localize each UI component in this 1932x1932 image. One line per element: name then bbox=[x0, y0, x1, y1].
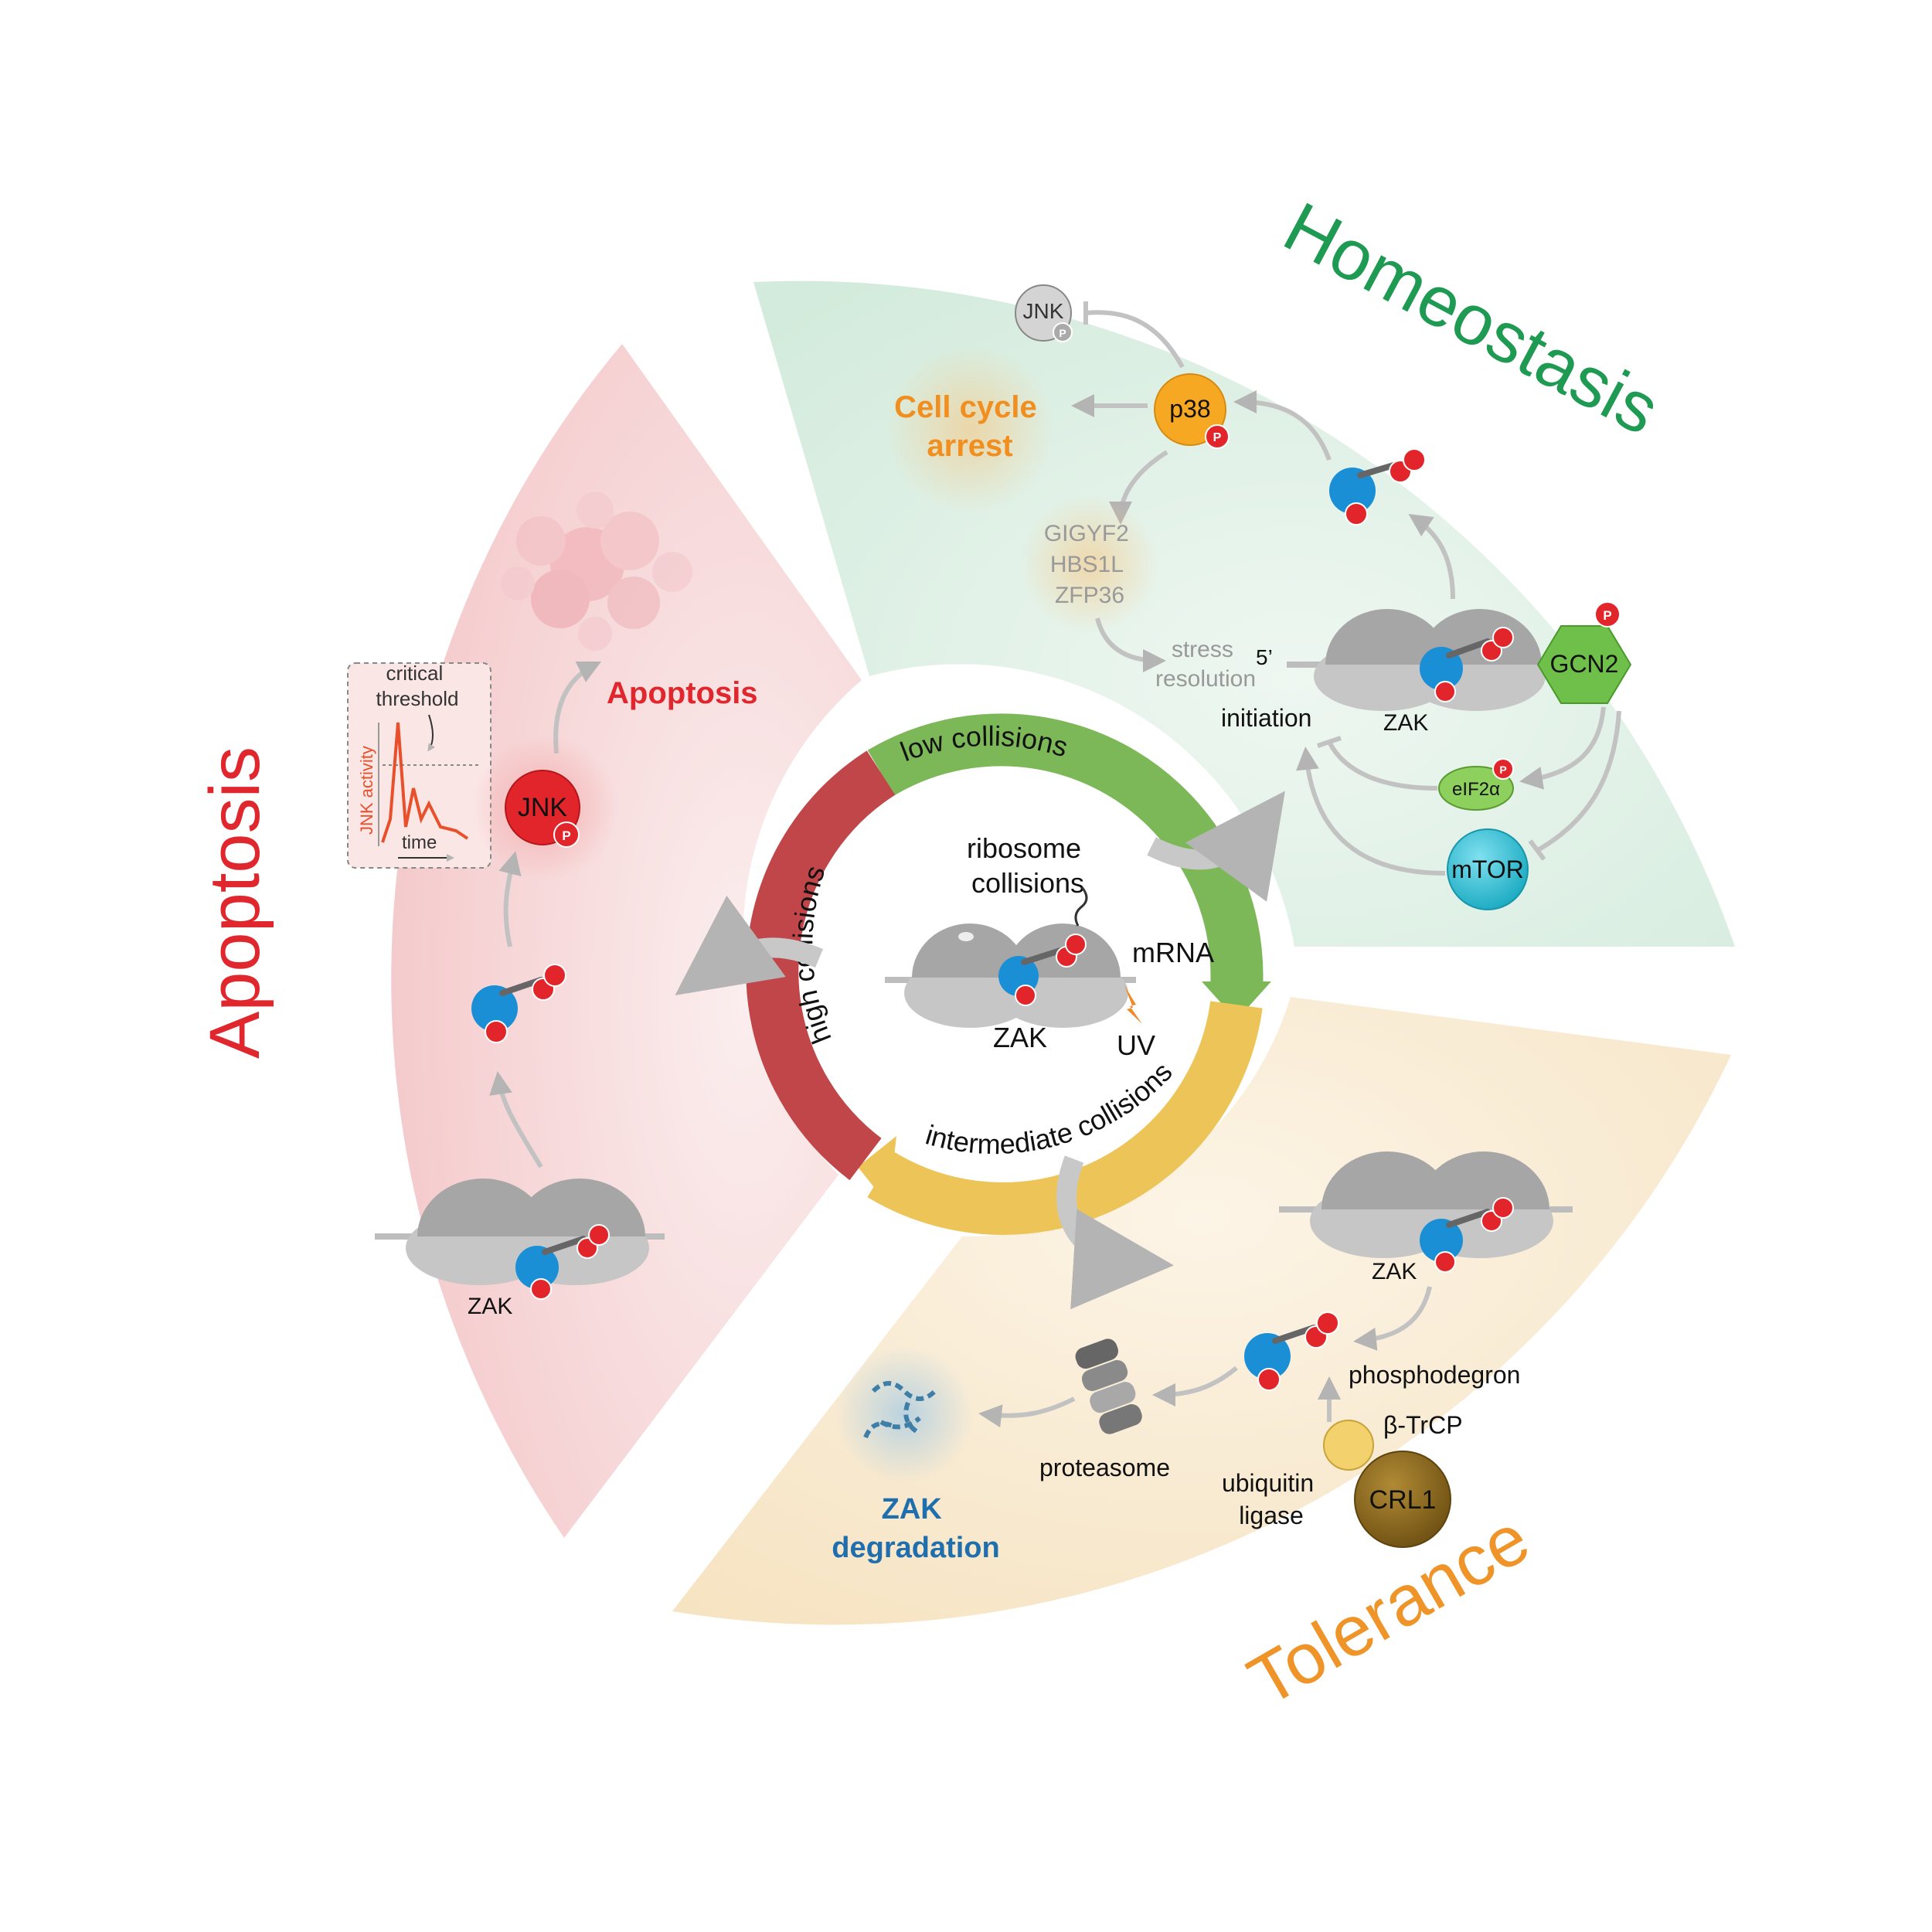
arrow-to-homeostasis bbox=[1147, 791, 1285, 902]
center-zak-label: ZAK bbox=[993, 1022, 1047, 1053]
center-title: ribosome collisions bbox=[967, 832, 1089, 899]
p38-node: p38 P bbox=[1154, 373, 1230, 449]
apop-zak-free bbox=[471, 964, 566, 1043]
svg-text:p38: p38 bbox=[1169, 395, 1210, 423]
zak-to-jnk-arrow bbox=[498, 851, 522, 947]
svg-text:P: P bbox=[1499, 764, 1506, 776]
ring-arrowhead-low bbox=[1202, 981, 1271, 1020]
proteasome-to-degradation-arrow bbox=[978, 1396, 1076, 1428]
svg-text:eIF2α: eIF2α bbox=[1452, 779, 1500, 800]
phosphodegron-label: phosphodegron bbox=[1349, 1361, 1520, 1389]
arrow-to-tolerance bbox=[1056, 1155, 1174, 1310]
svg-text:JNK: JNK bbox=[1023, 299, 1064, 323]
apoptosis-label: Apoptosis bbox=[607, 676, 758, 710]
uv-bolt-icon bbox=[1124, 985, 1142, 1024]
apop-ribosome-pair bbox=[375, 1179, 665, 1300]
degraded-peptides-icon bbox=[863, 1381, 937, 1439]
ribosome-to-apop-zak-arrow bbox=[489, 1071, 543, 1168]
proteasome-label: proteasome bbox=[1039, 1454, 1170, 1481]
apoptotic-cell-icon bbox=[501, 492, 692, 651]
ring-arrowhead-intermediate bbox=[858, 1136, 896, 1206]
initiation-label: initiation bbox=[1221, 704, 1311, 732]
ribosome-to-zak-arrow bbox=[1408, 514, 1455, 600]
zak-to-proteasome-arrow bbox=[1152, 1366, 1238, 1406]
center-mrna-label: mRNA bbox=[1132, 937, 1214, 968]
cell-cycle-glow bbox=[885, 344, 1055, 514]
tol-zak-free bbox=[1244, 1311, 1339, 1391]
svg-text:JNK: JNK bbox=[518, 793, 568, 822]
arrow-to-apoptosis bbox=[675, 895, 823, 995]
tol-zak-label: ZAK bbox=[1372, 1259, 1417, 1284]
apop-zak-label: ZAK bbox=[468, 1294, 512, 1319]
svg-text:P: P bbox=[1603, 608, 1611, 623]
svg-text:time: time bbox=[402, 832, 437, 853]
crl1-complex: CRL1 bbox=[1323, 1420, 1451, 1548]
svg-text:P: P bbox=[562, 828, 570, 843]
homeostasis-title: Homeostasis bbox=[1272, 188, 1672, 451]
apop-jnk-node: JNK P bbox=[505, 770, 580, 848]
proteasome-icon bbox=[1075, 1338, 1142, 1434]
center-uv-label: UV bbox=[1117, 1029, 1155, 1061]
tol-ribosome-pair bbox=[1279, 1151, 1573, 1273]
btrcp-label: β-TrCP bbox=[1383, 1411, 1463, 1439]
targets-glow bbox=[1020, 495, 1159, 634]
stress-resolution-label: stress resolution bbox=[1155, 637, 1256, 692]
apoptosis-title: Apoptosis bbox=[196, 747, 274, 1059]
svg-text:critical threshold: critical threshold bbox=[376, 662, 459, 710]
homeo-jnk-node: JNK P bbox=[1015, 284, 1073, 342]
targets-label: GIGYF2 HBS1L ZFP36 bbox=[1044, 521, 1135, 608]
ribosome-to-tol-zak-arrow bbox=[1353, 1286, 1432, 1351]
mtor-to-initiation-arrow bbox=[1296, 747, 1446, 876]
gcn2-inhibits-mtor bbox=[1536, 710, 1621, 852]
svg-text:P: P bbox=[1059, 327, 1066, 339]
gcn2-to-eif2a-arrow bbox=[1519, 706, 1606, 790]
degradation-glow bbox=[835, 1345, 974, 1484]
svg-text:CRL1: CRL1 bbox=[1369, 1485, 1437, 1515]
eif2a-node: eIF2α P bbox=[1438, 758, 1514, 811]
svg-text:GCN2: GCN2 bbox=[1550, 650, 1619, 678]
cell-cycle-label: Cell cycle arrest bbox=[894, 390, 1046, 463]
center-ribosome-pair bbox=[885, 886, 1136, 1028]
svg-text:JNK activity: JNK activity bbox=[357, 746, 376, 835]
ring-segment-intermediate bbox=[867, 1001, 1263, 1235]
five-prime-label: 5’ bbox=[1256, 645, 1273, 669]
svg-text:P: P bbox=[1213, 431, 1222, 444]
ring-segment-low bbox=[867, 713, 1264, 991]
zak-to-p38-arrow bbox=[1233, 390, 1332, 461]
mtor-node: mTOR bbox=[1447, 828, 1529, 910]
homeo-zak-free bbox=[1329, 448, 1426, 526]
gcn2-node: GCN2 P bbox=[1536, 601, 1632, 704]
homeo-ribosome-pair bbox=[1287, 609, 1553, 711]
zak-degradation-label: ZAK degradation bbox=[832, 1493, 999, 1564]
jnk-activity-inset: critical threshold JNK activity time bbox=[347, 662, 492, 869]
p38-inhibits-jnk bbox=[1085, 310, 1185, 369]
targets-to-stress-arrow bbox=[1095, 617, 1166, 672]
svg-text:mTOR: mTOR bbox=[1451, 855, 1524, 883]
homeo-zak-label: ZAK bbox=[1383, 710, 1428, 736]
ubiquitin-ligase-label: ubiquitin ligase bbox=[1222, 1469, 1321, 1529]
eif2a-inhibits-initiation bbox=[1327, 740, 1438, 791]
